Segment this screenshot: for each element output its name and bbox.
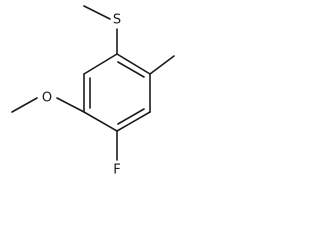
ring-bond-c1-c2	[116, 53, 151, 75]
molecule-diagram: S O F	[0, 0, 187, 196]
ring-double-bond-c3-c4	[117, 108, 145, 125]
ring-bond-c6-c1	[83, 53, 118, 75]
ring-bond-c3-c4	[116, 111, 151, 132]
fluorine-atom-label: F	[113, 163, 120, 178]
ring-double-bond-c1-c2	[117, 61, 145, 78]
bond-c2-methyl	[149, 55, 175, 75]
sulfur-atom-label: S	[113, 13, 121, 28]
ring-bond-c4-c5	[83, 111, 118, 132]
molecule-structure-svg: S O F	[11, 5, 175, 178]
bond-o-methyl	[11, 97, 38, 113]
bond-c5-o	[56, 97, 85, 113]
bond-s-methyl	[83, 5, 111, 20]
oxygen-atom-label: O	[42, 91, 52, 106]
